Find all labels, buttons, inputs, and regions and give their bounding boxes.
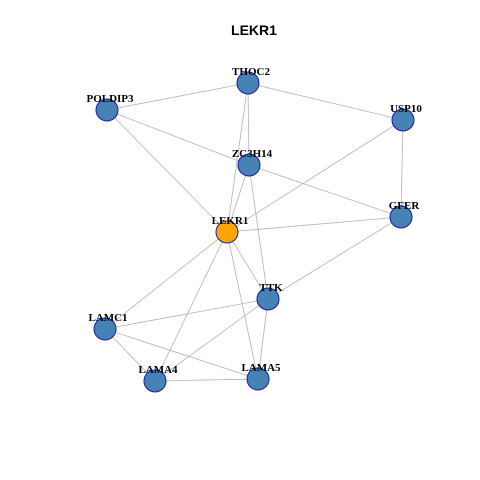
node-lama5[interactable] bbox=[246, 367, 270, 391]
node-label-ttk: TTK bbox=[259, 282, 283, 294]
edge-lamc1-lama5 bbox=[104, 328, 259, 380]
edge-lekr1-lama5 bbox=[226, 231, 259, 380]
edge-gfer-ttk bbox=[267, 216, 402, 300]
nodes-group bbox=[93, 71, 415, 393]
edge-ttk-lamc1 bbox=[104, 298, 269, 330]
edge-lekr1-ttk bbox=[226, 231, 269, 300]
edge-thoc2-usp10 bbox=[247, 82, 404, 121]
node-thoc2[interactable] bbox=[236, 71, 260, 95]
node-ttk[interactable] bbox=[256, 287, 280, 311]
node-label-thoc2: THOC2 bbox=[232, 66, 270, 78]
edge-poldip3-lekr1 bbox=[106, 109, 228, 233]
node-zc3h14[interactable] bbox=[237, 153, 261, 177]
graph-title: LEKR1 bbox=[231, 22, 277, 38]
node-label-poldip3: POLDIP3 bbox=[86, 93, 134, 105]
node-label-lama4: LAMA4 bbox=[138, 364, 178, 376]
node-gfer[interactable] bbox=[389, 205, 413, 229]
edges-group bbox=[104, 82, 404, 382]
edge-ttk-lama5 bbox=[257, 298, 269, 380]
edge-thoc2-zc3h14 bbox=[247, 82, 250, 166]
node-label-usp10: USP10 bbox=[390, 103, 422, 115]
edge-thoc2-lekr1 bbox=[226, 82, 249, 233]
edge-lekr1-lamc1 bbox=[104, 231, 228, 330]
edge-zc3h14-lekr1 bbox=[226, 164, 250, 233]
node-label-zc3h14: ZC3H14 bbox=[232, 148, 273, 160]
edge-ttk-lama4 bbox=[154, 298, 269, 382]
edge-usp10-lekr1 bbox=[226, 119, 404, 233]
node-label-lekr1: LEKR1 bbox=[212, 215, 249, 227]
node-lama4[interactable] bbox=[143, 369, 167, 393]
edge-poldip3-zc3h14 bbox=[106, 109, 250, 166]
edge-usp10-gfer bbox=[400, 119, 404, 218]
node-label-gfer: GFER bbox=[389, 200, 421, 212]
node-usp10[interactable] bbox=[391, 108, 415, 132]
edge-gfer-lekr1 bbox=[226, 216, 402, 233]
node-lamc1[interactable] bbox=[93, 317, 117, 341]
node-poldip3[interactable] bbox=[95, 98, 119, 122]
edge-lamc1-lama4 bbox=[104, 328, 156, 382]
edge-lekr1-lama4 bbox=[154, 231, 228, 382]
edge-lama4-lama5 bbox=[154, 378, 259, 382]
edge-zc3h14-gfer bbox=[248, 164, 402, 218]
node-label-lama5: LAMA5 bbox=[241, 362, 281, 374]
node-lekr1[interactable] bbox=[215, 220, 239, 244]
edge-poldip3-thoc2 bbox=[106, 82, 249, 111]
edge-zc3h14-ttk bbox=[248, 164, 269, 300]
node-label-lamc1: LAMC1 bbox=[88, 312, 127, 324]
